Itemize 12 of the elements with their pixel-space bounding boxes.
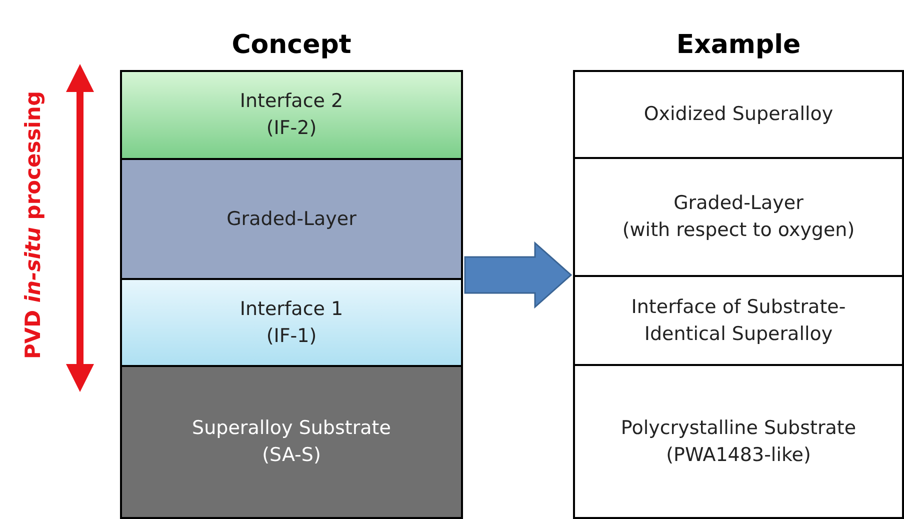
layer-band: Interface of Substrate-Identical Superalloy [573, 275, 904, 366]
layer-band: Interface 2 (IF-2) [120, 70, 463, 160]
block-arrow [464, 241, 572, 309]
column-heading: Concept [230, 30, 352, 60]
layer-band: Superalloy Substrate (SA-S) [120, 365, 463, 519]
column-heading: Example [675, 30, 802, 60]
layer-band: Polycrystalline Substrate (PWA1483-like) [573, 364, 904, 519]
process-label: PVD in-situ processing [21, 91, 45, 359]
layer-band: Graded-Layer (with respect to oxygen) [573, 157, 904, 277]
layer-band: Oxidized Superalloy [573, 70, 904, 159]
layer-band: Graded-Layer [120, 158, 463, 280]
layer-band: Interface 1 (IF-1) [120, 278, 463, 367]
